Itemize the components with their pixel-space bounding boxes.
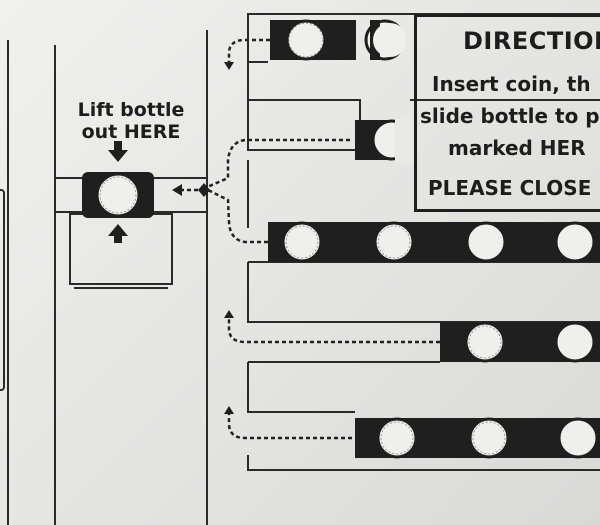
path-arrow-icons xyxy=(172,62,234,414)
arrow-down-icon xyxy=(108,150,128,162)
bottle-row-fourth xyxy=(440,321,600,363)
lift-bottle-label: Lift bottle out HERE xyxy=(66,99,196,143)
bottle-row-second xyxy=(355,118,415,164)
left-side-bracket xyxy=(0,189,5,391)
dashed-roll-paths xyxy=(180,38,440,440)
arrow-up-icon xyxy=(108,224,128,236)
directions-line-4: PLEASE CLOSE xyxy=(428,176,592,200)
directions-line-3: marked HER xyxy=(448,136,586,160)
lift-label-line2: out HERE xyxy=(81,121,181,143)
directions-box xyxy=(414,14,600,212)
bottle-row-third xyxy=(268,221,600,263)
lift-label-line1: Lift bottle xyxy=(77,99,185,121)
bottle-row-fifth xyxy=(355,417,600,459)
bottle-row-top xyxy=(270,19,407,61)
bottle-delivery xyxy=(82,172,154,218)
directions-line-1: Insert coin, th xyxy=(432,72,591,96)
directions-line-2: slide bottle to p xyxy=(420,104,600,128)
directions-title: DIRECTION xyxy=(463,27,600,55)
delivery-tray xyxy=(69,213,173,285)
